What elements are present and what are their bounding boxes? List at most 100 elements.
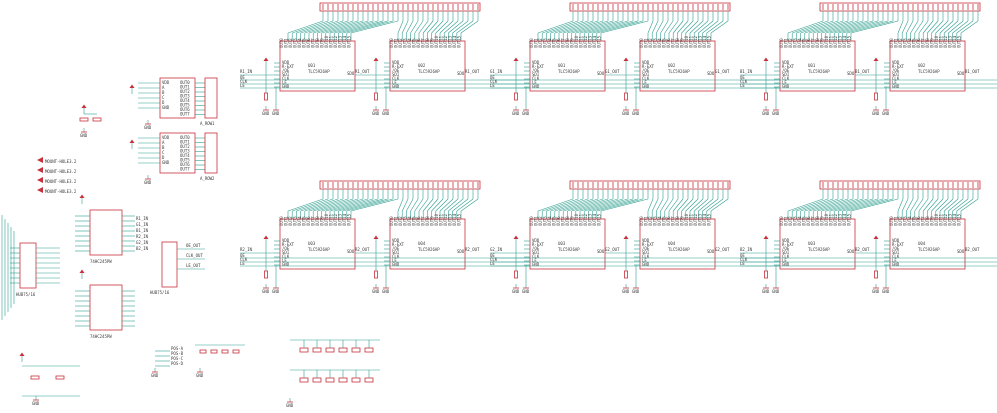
chip-pin-label: /OE xyxy=(892,68,900,73)
chip-out-pin: OUT1 xyxy=(534,38,539,48)
fanout-wire xyxy=(546,198,584,212)
chip-out-pin: OUT0 xyxy=(529,38,534,48)
chip-out-pin: OUT11 xyxy=(829,213,834,226)
chip-out-pin: OUT11 xyxy=(689,213,694,226)
chip-out-pin: OUT5 xyxy=(912,216,917,226)
chip-out-pin: OUT14 xyxy=(452,213,457,226)
fanout-wire xyxy=(906,198,914,212)
row-chip-pin: A xyxy=(162,85,165,90)
chip-out-pin: OUT4 xyxy=(657,216,662,226)
chip-out-pin: OUT3 xyxy=(793,216,798,226)
row-chip-pin: C xyxy=(162,95,165,100)
chip-out-pin: OUT12 xyxy=(443,213,448,226)
capacitor xyxy=(30,375,40,380)
fanout-wire xyxy=(647,20,654,34)
chip-designator: U01 xyxy=(308,63,316,68)
chip-designator: U03 xyxy=(308,241,316,246)
chip-out-pin: OUT11 xyxy=(829,35,834,48)
chip-pin-label: R-EXT xyxy=(532,242,545,247)
fanout-wire xyxy=(850,198,899,212)
vcc-symbol xyxy=(79,194,85,198)
chip-pin-label: VDD xyxy=(642,60,650,65)
output-net-label: LE_OUT xyxy=(186,263,201,268)
row-driver-1: VDDABCDGNDOUT0OUT1OUT2OUT3OUT4OUT5OUT6OU… xyxy=(129,132,218,185)
decoupling-top: GND xyxy=(79,104,102,138)
chip-pin-label: SDI xyxy=(892,250,900,255)
chip-out-pin: OUT7 xyxy=(421,216,426,226)
capacitor xyxy=(79,117,89,122)
fanout-wire xyxy=(542,20,579,34)
chip-out-pin: OUT2 xyxy=(398,216,403,226)
chip-type: TLC5926AP xyxy=(558,69,580,74)
chip-sdo-label: SDO xyxy=(457,249,465,254)
fanout-wire xyxy=(660,20,669,34)
fanout-wire xyxy=(460,198,479,212)
fanout-wire xyxy=(414,198,424,212)
chip-out-pin: OUT4 xyxy=(407,216,412,226)
output-connector xyxy=(161,241,178,288)
chip-type: TLC5926AP xyxy=(808,247,830,252)
fanout-wire xyxy=(787,198,824,212)
fanout-wire xyxy=(584,198,629,212)
fanout-wire xyxy=(537,198,574,212)
resistor xyxy=(338,377,348,383)
chip-pin-label: GND xyxy=(642,262,650,267)
resistor xyxy=(374,92,378,101)
chip-pin-label: LE xyxy=(782,258,787,263)
chip-pin-label: LE xyxy=(782,80,787,85)
chip-out-pin: OUT12 xyxy=(943,35,948,48)
chip-pin-label: LE xyxy=(642,80,647,85)
resistor xyxy=(351,347,361,353)
gnd-label: GND xyxy=(262,289,270,294)
fanout-wire xyxy=(681,20,694,34)
chip-pin-label: LE xyxy=(892,80,897,85)
fanout-wire xyxy=(664,198,674,212)
chip-pin-label: SDI xyxy=(392,250,400,255)
chip-out-pin: OUT5 xyxy=(552,38,557,48)
fanout-wire xyxy=(668,20,679,34)
chip-out-pin: OUT2 xyxy=(648,216,653,226)
chip-out-pin: OUT1 xyxy=(644,216,649,226)
fanout-wire xyxy=(439,198,454,212)
chip-pin-label: LE xyxy=(282,258,287,263)
chip-out-pin: OUT7 xyxy=(921,38,926,48)
chip-out-pin: OUT15 xyxy=(457,35,462,48)
chip-out-pin: OUT9 xyxy=(320,216,325,226)
address-label: POS-B xyxy=(171,351,184,356)
chip-out-pin: OUT13 xyxy=(948,35,953,48)
net-out-label: B1_OUT xyxy=(965,69,980,74)
chip-out-pin: OUT4 xyxy=(297,216,302,226)
vcc-symbol xyxy=(763,235,769,239)
chip-out-pin: OUT7 xyxy=(561,38,566,48)
fanout-wire xyxy=(706,198,724,212)
fanout-wire xyxy=(685,198,699,212)
chip-out-pin: OUT11 xyxy=(329,35,334,48)
chip-out-pin: OUT10 xyxy=(434,213,439,226)
fanout-wire xyxy=(792,20,829,34)
output-net-label: CLK_OUT xyxy=(186,253,203,258)
fanout-wire xyxy=(338,20,384,34)
net-out-label: B2_OUT xyxy=(855,247,870,252)
vcc-symbol xyxy=(129,139,135,143)
gnd-label: GND xyxy=(196,373,204,378)
fanout-wire xyxy=(550,198,589,212)
mount-hole-1: MOUNT-HOLE3.2 xyxy=(37,167,77,174)
chip-out-pin: OUT11 xyxy=(689,35,694,48)
chip-designator: U01 xyxy=(808,63,816,68)
chip-out-pin: OUT8 xyxy=(925,38,930,48)
chip-pin-label: R-EXT xyxy=(282,242,295,247)
chip-out-pin: OUT5 xyxy=(412,216,417,226)
chip-pin-label: /OE xyxy=(532,246,540,251)
chip-out-pin: OUT10 xyxy=(824,213,829,226)
fanout-wire xyxy=(956,20,974,34)
fanout-wire xyxy=(346,20,394,34)
fanout-wire xyxy=(710,198,729,212)
chip-pin-label: CLK xyxy=(782,254,790,259)
chip-out-pin: OUT6 xyxy=(556,38,561,48)
fanout-wire xyxy=(672,198,684,212)
chip-out-pin: OUT15 xyxy=(847,35,852,48)
gnd-label: GND xyxy=(772,111,780,116)
chip-out-pin: OUT7 xyxy=(671,38,676,48)
